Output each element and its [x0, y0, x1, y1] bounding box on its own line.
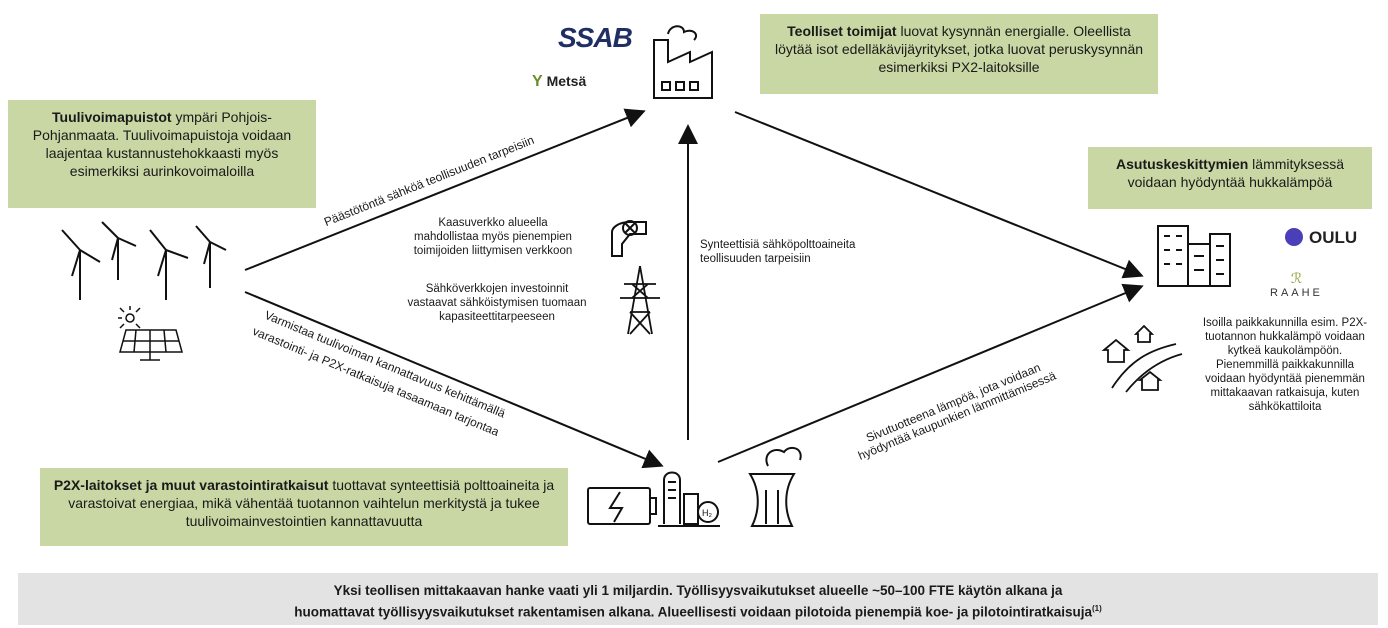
footer-banner: Yksi teollisen mittakaavan hanke vaati y…	[18, 573, 1378, 625]
housing-box: Asutuskeskittymien lämmityksessä voidaan…	[1088, 147, 1372, 209]
housing-box-title: Asutuskeskittymien	[1116, 156, 1249, 172]
raahe-logo: ℛ RAAHE	[1270, 270, 1323, 299]
raahe-mark-icon: ℛ	[1290, 270, 1303, 286]
footer-line-2-text: huomattavat työllisyysvaikutukset rakent…	[294, 604, 1092, 620]
ssab-logo: SSAB	[558, 22, 633, 53]
p2x-box-title: P2X-laitokset ja muut varastointiratkais…	[53, 477, 329, 493]
arrow-p2x-to-housing	[717, 283, 1144, 463]
gas-network-note: Kaasuverkko alueella mahdollistaa myös p…	[413, 217, 573, 257]
heat-note: Isoilla paikkakunnilla esim. P2X-tuotann…	[1202, 317, 1368, 413]
footer-line-1: Yksi teollisen mittakaavan hanke vaati y…	[333, 583, 1063, 598]
arrow-wind-to-industry	[244, 108, 646, 271]
footer-footnote-marker: (1)	[1091, 604, 1102, 613]
arrow-industry-to-housing	[734, 111, 1144, 279]
metsa-logo-text: Metsä	[546, 73, 587, 89]
wind-parks-box: Tuulivoimapuistot ympäri Pohjois-Pohjanm…	[8, 100, 316, 208]
industry-box: Teolliset toimijat luovat kysynnän energ…	[760, 14, 1158, 94]
metsa-logo: Y Metsä	[532, 73, 586, 91]
oulu-logo-text: OULU	[1309, 228, 1358, 247]
wind-box-text: ympäri Pohjois-Pohjanmaata. Tuulivoimapu…	[32, 109, 292, 179]
raahe-logo-text: RAAHE	[1270, 287, 1323, 299]
metsa-leaf-icon: Y	[532, 73, 543, 90]
footer-line-2: huomattavat työllisyysvaikutukset rakent…	[18, 600, 1378, 622]
industry-box-title: Teolliset toimijat	[787, 23, 897, 39]
arrow-wind-to-p2x	[244, 291, 664, 469]
power-grid-note: Sähköverkkojen investoinnit vastaavat sä…	[407, 283, 587, 323]
p2x-box: P2X-laitokset ja muut varastointiratkais…	[40, 468, 568, 546]
oulu-logo: OULU	[1285, 228, 1357, 248]
industry-box-text: luovat kysynnän energialle. Oleellista l…	[774, 23, 1144, 75]
wind-box-title: Tuulivoimapuistot	[52, 109, 172, 125]
label-p2x-to-industry: Synteettisiä sähköpolttoaineita teollisu…	[700, 239, 856, 265]
oulu-dot-icon	[1285, 228, 1303, 246]
p2x-box-text: tuottavat synteettisiä polttoaineita ja …	[68, 477, 555, 529]
housing-box-text: lämmityksessä voidaan hyödyntää hukkaläm…	[1127, 156, 1344, 190]
